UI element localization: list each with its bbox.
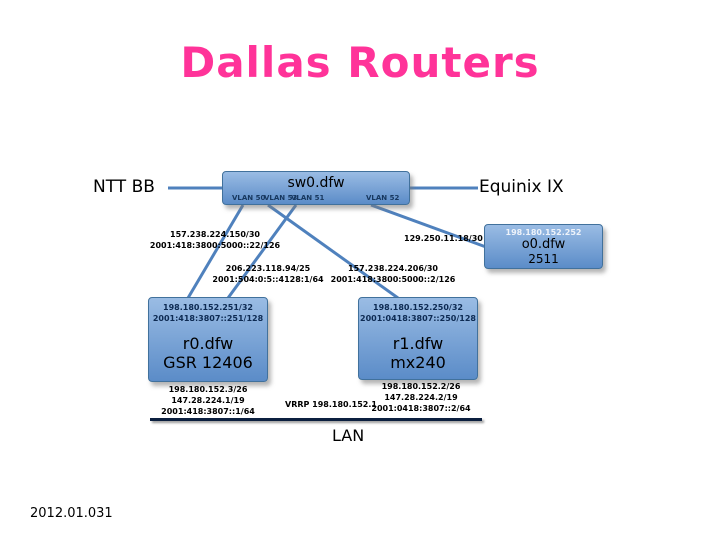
switch-name: sw0.dfw [287, 175, 345, 191]
node-switch-sw0: sw0.dfw VLAN 50 VLAN 53 VLAN 51 VLAN 52 [222, 171, 410, 205]
r0-loopback-v6: 2001:418:3807::251/128 [152, 313, 264, 323]
vlan-53-label: VLAN 53 [264, 194, 298, 202]
lan-segment-line [150, 418, 482, 421]
o0-ip: 198.180.152.252 [505, 228, 582, 237]
link-label-ntt-r0-v4: 157.238.224.150/30 [170, 230, 260, 239]
r1-lan-v4b: 147.28.224.2/19 [384, 393, 458, 403]
r0-lan-v4: 198.180.152.3/26 [168, 385, 248, 394]
o0-model: 2511 [528, 252, 559, 266]
link-label-equinix-lan: 206.223.118.94/25 2001:504:0:5::4128:1/6… [198, 263, 338, 285]
vlan-52-label: VLAN 52 [366, 194, 400, 202]
link-label-equinix-v4: 206.223.118.94/25 [225, 264, 311, 273]
r1-lan-addresses: 198.180.152.2/26 147.28.224.2/19 2001:04… [360, 381, 482, 415]
r1-name: r1.dfw [392, 333, 444, 353]
r0-lan-v4b: 147.28.224.1/19 [171, 396, 245, 406]
r0-lan-addresses: 198.180.152.3/26 147.28.224.1/19 2001:41… [147, 384, 269, 418]
link-label-oob: 129.250.11.18/30 [404, 234, 483, 243]
label-equinix-ix: Equinix IX [479, 177, 564, 197]
r1-lan-v4: 198.180.152.2/26 [381, 382, 461, 391]
node-router-r1: 198.180.152.250/32 2001:0418:3807::250/1… [358, 297, 478, 380]
slide-footer-date: 2012.01.031 [30, 506, 113, 521]
node-router-o0: 198.180.152.252 o0.dfw 2511 [484, 224, 603, 269]
r1-lan-v6: 2001:0418:3807::2/64 [371, 404, 471, 414]
vlan-50-label: VLAN 50 [232, 194, 266, 202]
link-label-ntt-r0: 157.238.224.150/30 2001:418:3800:5000::2… [145, 229, 285, 251]
slide-title: Dallas Routers [180, 38, 540, 87]
vrrp-label: VRRP 198.180.152.1 [285, 400, 377, 409]
r1-model: mx240 [390, 352, 446, 372]
label-ntt-bb: NTT BB [93, 177, 155, 197]
link-label-ntt-r1-v6: 2001:418:3800:5000::2/126 [330, 275, 456, 285]
vlan-51-label: VLAN 51 [291, 194, 325, 202]
r1-loopback-v4: 198.180.152.250/32 [373, 303, 463, 312]
link-label-ntt-r1-v4: 157.238.224.206/30 [348, 264, 438, 273]
r0-lan-v6: 2001:418:3807::1/64 [161, 407, 255, 417]
r0-name: r0.dfw [182, 333, 234, 353]
lan-label: LAN [332, 426, 365, 445]
r0-loopback-v4: 198.180.152.251/32 [163, 303, 253, 312]
link-label-ntt-r1: 157.238.224.206/30 2001:418:3800:5000::2… [318, 263, 468, 285]
node-router-r0: 198.180.152.251/32 2001:418:3807::251/12… [148, 297, 268, 382]
link-label-equinix-v6: 2001:504:0:5::4128:1/64 [212, 275, 324, 285]
o0-name: o0.dfw [521, 237, 566, 252]
link-label-ntt-r0-v6: 2001:418:3800:5000::22/126 [149, 241, 281, 251]
r0-model: GSR 12406 [163, 352, 253, 372]
r1-loopback-v6: 2001:0418:3807::250/128 [360, 313, 476, 323]
